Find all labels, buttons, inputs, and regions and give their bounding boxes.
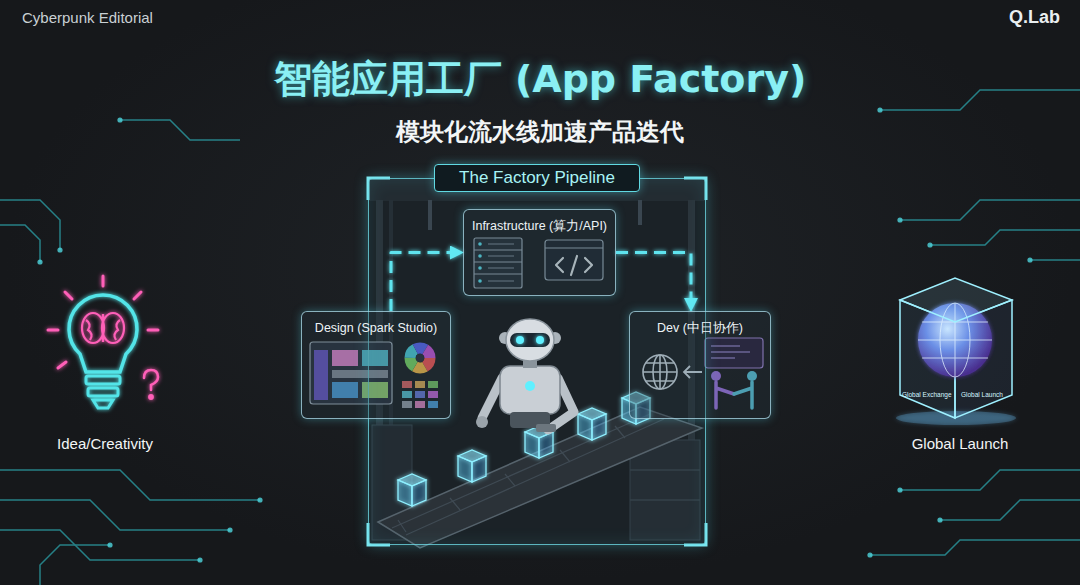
brand-mark-wrap: Q.Lab — [740, 7, 1060, 28]
circuit-trace — [120, 120, 240, 140]
circuit-node — [227, 527, 232, 532]
cube-label: Global Launch — [961, 391, 1003, 398]
bulb-base — [86, 376, 120, 408]
node-caption: Idea/Creativity — [57, 435, 153, 452]
robot-figure — [482, 378, 502, 418]
lightbulb-icon — [48, 276, 158, 408]
conveyor-belt — [378, 407, 702, 548]
circuit-node — [897, 487, 902, 492]
subtitle: 模块化流水线加速产品迭代 — [396, 116, 684, 148]
brain-icon — [82, 313, 104, 343]
editorial-tag-wrap: Cyberpunk Editorial — [22, 9, 342, 27]
circuit-node — [897, 217, 902, 222]
bulb-base — [88, 388, 118, 396]
circuit-trace — [0, 500, 230, 530]
robot-figure — [516, 336, 524, 344]
robot-figure — [510, 333, 550, 347]
launch-node: Global Launch — [885, 270, 1035, 460]
glow-cube — [578, 408, 606, 440]
diagram-title: 智能应用工厂 (App Factory) — [274, 54, 807, 105]
robot-figure — [506, 319, 554, 361]
circuit-node — [57, 247, 62, 252]
circuit-trace — [0, 470, 260, 500]
glow-cube — [458, 450, 486, 482]
frame-heading: The Factory Pipeline — [434, 164, 640, 192]
circuit-trace — [40, 545, 110, 585]
process-box: Dev (中日协作) — [629, 311, 771, 419]
brand-mark: Q.Lab — [1009, 7, 1060, 28]
frame-corner — [368, 178, 390, 200]
idea-ray — [48, 276, 158, 368]
robot-figure — [525, 381, 535, 391]
circuit-node — [1027, 257, 1032, 262]
circuit-trace — [900, 470, 1080, 490]
brain-icon — [82, 313, 124, 343]
circuit-trace — [1030, 259, 1080, 261]
flow-arrow — [170, 363, 301, 368]
factory-interior — [630, 440, 700, 540]
conveyor-belt — [378, 407, 702, 548]
robot-figure — [476, 319, 574, 432]
robot-figure — [476, 416, 488, 428]
circuit-node — [37, 107, 1032, 562]
circuit-node — [927, 242, 932, 247]
circuit-trace — [0, 225, 40, 262]
flow-arrow — [771, 363, 885, 368]
circuit-trace — [930, 230, 1080, 245]
factory-interior — [630, 470, 700, 500]
circuit-trace — [880, 90, 1080, 110]
robot-figure — [500, 366, 560, 414]
idea-node: Idea/Creativity — [40, 270, 170, 460]
circuit-node — [37, 259, 42, 264]
idea-ray — [48, 276, 158, 368]
circuit-trace — [900, 200, 1080, 220]
box-label: Infrastructure (算力/API) — [472, 218, 607, 235]
circuit-node — [867, 552, 872, 557]
cube-label-wrap: Global Launch — [961, 383, 1011, 401]
flow-arrow — [616, 253, 691, 312]
circuit-trace — [870, 540, 1080, 555]
box-label: Design (Spark Studio) — [315, 321, 437, 335]
process-box: Design (Spark Studio) — [301, 311, 451, 419]
glow-cube — [398, 474, 426, 506]
node-caption: Global Launch — [912, 435, 1009, 452]
question-mark — [149, 395, 152, 398]
subtitle-wrap: 模块化流水线加速产品迭代 — [0, 116, 1080, 148]
conveyor-belt — [392, 414, 664, 535]
question-mark — [144, 370, 158, 390]
globe-cube-icon — [896, 278, 1016, 425]
editorial-tag: Cyberpunk Editorial — [22, 9, 153, 26]
cube-label: Global Exchange — [902, 391, 952, 398]
circuit-node — [937, 517, 942, 522]
lightbulb-icon — [69, 295, 137, 372]
cube-label-wrap: Global Exchange — [902, 383, 954, 401]
brain-icon — [86, 314, 120, 342]
frame-corner — [684, 178, 706, 200]
bulb-base — [86, 376, 120, 384]
pipeline-frame: The Factory PipelineInfrastructure (算力/A… — [368, 178, 706, 545]
globe-cube-icon — [900, 278, 1012, 322]
circuit-node — [257, 497, 262, 502]
circuit-trace — [940, 500, 1080, 520]
bulb-base — [93, 400, 113, 408]
box-label: Dev (中日协作) — [657, 320, 743, 337]
frame-corner — [684, 523, 706, 545]
process-box: Infrastructure (算力/API) — [463, 209, 616, 296]
circuit-node — [877, 107, 882, 112]
circuit-node — [117, 117, 122, 122]
robot-figure — [536, 424, 556, 432]
circuit-node — [197, 557, 202, 562]
circuit-node — [107, 542, 112, 547]
brain-icon — [102, 313, 124, 343]
robot-figure — [536, 336, 544, 344]
flow-arrow — [391, 253, 463, 312]
title-band: 智能应用工厂 (App Factory) — [0, 54, 1080, 105]
circuit-trace — [0, 90, 1080, 585]
question-mark — [144, 370, 158, 399]
